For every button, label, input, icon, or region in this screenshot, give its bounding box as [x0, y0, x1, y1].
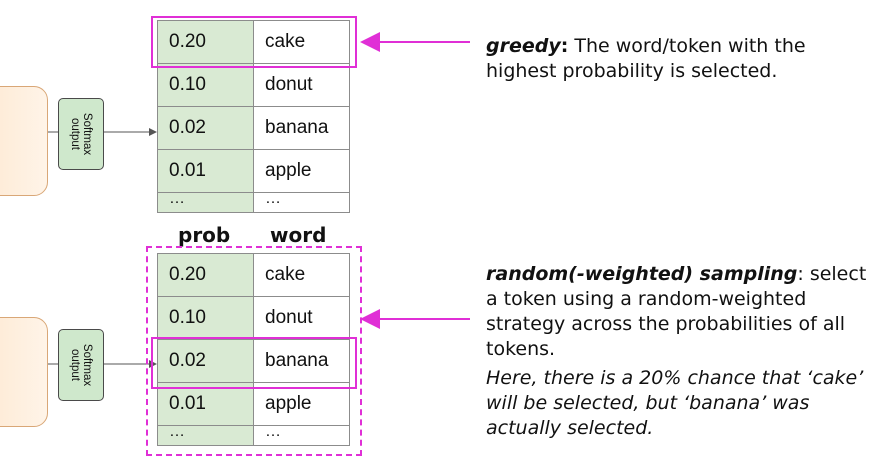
table-row: 0.10 donut: [157, 63, 350, 107]
table-row: 0.01 apple: [157, 149, 350, 193]
word-cell: cake: [253, 20, 350, 64]
softmax-label: Softmax output: [69, 343, 93, 387]
table-row: 0.01 apple: [157, 382, 350, 426]
softmax-label: Softmax output: [69, 112, 93, 156]
word-cell: …: [253, 191, 350, 213]
probability-table-top: 0.20 cake 0.10 donut 0.02 banana 0.01 ap…: [157, 20, 350, 213]
prob-cell: 0.10: [157, 296, 254, 340]
random-text: : select a token using a random-weighted…: [486, 263, 867, 360]
prob-cell: …: [157, 424, 254, 446]
word-column-header: word: [270, 223, 327, 247]
greedy-colon: :: [560, 35, 569, 57]
random-sampling-note: Here, there is a 20% chance that ‘cake’ …: [486, 366, 878, 441]
prob-column-header: prob: [178, 223, 231, 247]
word-cell: apple: [253, 382, 350, 426]
word-cell: apple: [253, 149, 350, 193]
prob-cell: 0.01: [157, 149, 254, 193]
prob-cell: 0.01: [157, 382, 254, 426]
greedy-description: greedy: The word/token with the highest …: [486, 34, 846, 84]
greedy-text: The word/token with the highest probabil…: [486, 35, 806, 82]
model-block-top: [0, 86, 48, 196]
all-tokens-dashed-outline: [146, 246, 362, 456]
table-row: 0.20 cake: [157, 253, 350, 297]
prob-cell: 0.02: [157, 339, 254, 383]
sampled-selection-highlight: [151, 337, 357, 389]
table-row: 0.20 cake: [157, 20, 350, 64]
word-cell: banana: [253, 106, 350, 150]
table-row: 0.10 donut: [157, 296, 350, 340]
probability-table-bottom: 0.20 cake 0.10 donut 0.02 banana 0.01 ap…: [157, 253, 350, 446]
word-cell: cake: [253, 253, 350, 297]
prob-cell: 0.02: [157, 106, 254, 150]
table-row: … …: [157, 424, 350, 446]
random-note: Here, there is a 20% chance that ‘cake’ …: [486, 367, 864, 439]
prob-cell: 0.20: [157, 253, 254, 297]
word-cell: donut: [253, 296, 350, 340]
word-cell: …: [253, 424, 350, 446]
table-row: … …: [157, 191, 350, 213]
prob-cell: 0.10: [157, 63, 254, 107]
softmax-output-box-top: Softmax output: [58, 98, 104, 170]
greedy-selection-highlight: [151, 16, 357, 68]
softmax-output-box-bottom: Softmax output: [58, 329, 104, 401]
table-row: 0.02 banana: [157, 106, 350, 150]
random-sampling-description: random(-weighted) sampling: select a tok…: [486, 262, 878, 362]
model-block-bottom: [0, 317, 48, 427]
word-cell: donut: [253, 63, 350, 107]
random-term: random(-weighted) sampling: [486, 263, 798, 285]
prob-cell: 0.20: [157, 20, 254, 64]
greedy-term: greedy: [486, 35, 561, 57]
prob-cell: …: [157, 191, 254, 213]
